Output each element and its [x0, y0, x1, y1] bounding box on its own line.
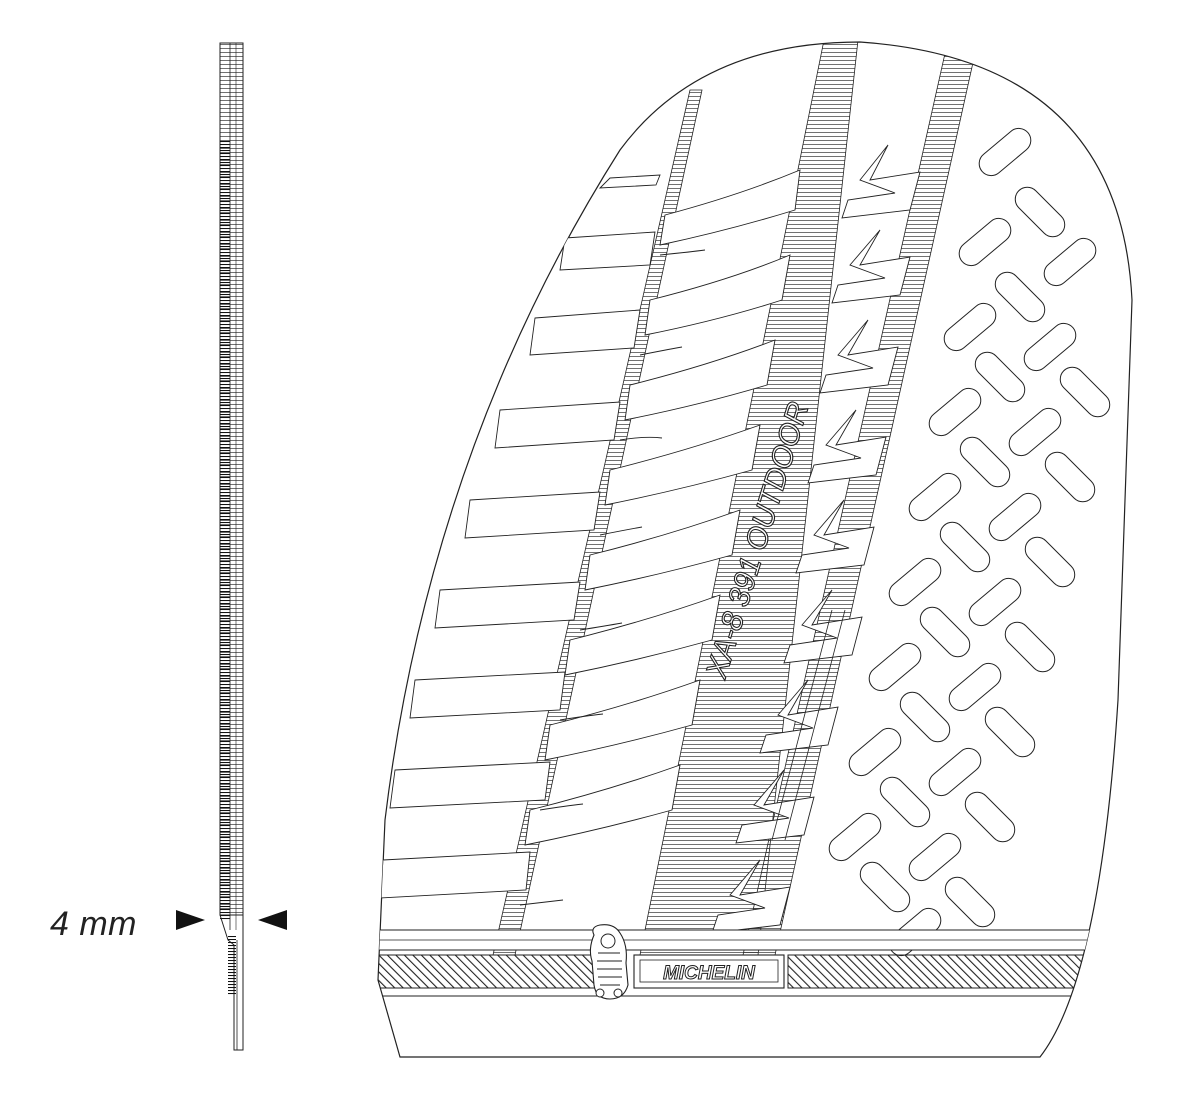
slits: [519, 249, 706, 906]
hatched-strip-right: [787, 954, 1132, 989]
profile-tread-section: [220, 140, 230, 920]
left-lugs: [379, 174, 661, 899]
middle-lugs: [524, 169, 801, 846]
side-profile: [219, 42, 244, 1051]
tread-pattern: [378, 42, 1132, 997]
profile-heel-step: [219, 914, 244, 1051]
brand-logo: MICHELIN: [589, 924, 785, 1000]
brand-text: MICHELIN: [663, 963, 756, 984]
s-blocks: [711, 144, 921, 934]
thickness-label: 4 mm: [50, 905, 137, 943]
dimension-arrows: [176, 910, 287, 930]
bibendum-logo-icon: [589, 924, 629, 1000]
hatched-strip-left: [378, 954, 596, 989]
triangle-arrow-icon: [176, 910, 205, 930]
oval-studs: [828, 127, 1111, 957]
triangle-arrow-icon: [258, 910, 287, 930]
